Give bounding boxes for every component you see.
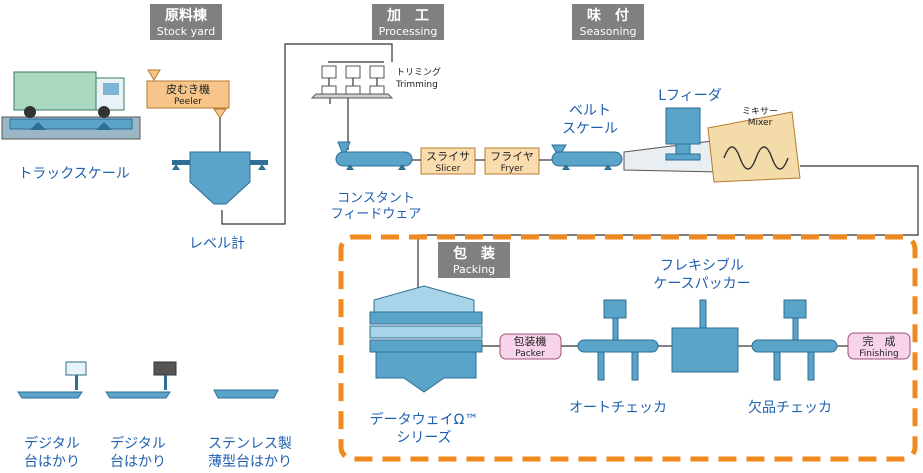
label-constant-feeder-2: フィードウェア (331, 207, 422, 222)
header-processing-jp: 加 工 (386, 8, 429, 24)
packer: 包装機 Packer (499, 333, 562, 360)
finishing: 完 成 Finishing (847, 332, 911, 360)
peeler-en: Peeler (174, 97, 202, 107)
header-seasoning-en: Seasoning (580, 25, 637, 38)
stainless-scale (213, 389, 279, 399)
mixer-jp: ミキサー (742, 106, 778, 117)
finishing-en: Finishing (859, 349, 899, 359)
label-belt-scale-1: ベルト (569, 103, 611, 119)
label-level-meter: レベル計 (189, 236, 245, 252)
truck-scale (1, 116, 141, 140)
level-meter-hopper (172, 118, 268, 205)
label-missing-checker: 欠品チェッカ (748, 400, 832, 416)
label-truck-scale: トラックスケール (18, 166, 130, 182)
l-feeder (623, 107, 721, 173)
trimming-jp: トリミング (396, 66, 441, 78)
fryer: フライヤ Fryer (484, 147, 540, 175)
trimming-en: Trimming (395, 80, 438, 90)
belt-scale (551, 144, 623, 170)
mixer-en: Mixer (748, 118, 773, 128)
header-stock-yard-jp: 原料棟 (165, 7, 208, 24)
fryer-en: Fryer (501, 164, 524, 174)
label-auto-checker: オートチェッカ (569, 400, 667, 416)
label-digital-scale-a-2: 台はかり (24, 454, 80, 470)
flow-lines (221, 43, 919, 347)
peeler-jp: 皮むき機 (166, 82, 210, 96)
truck-icon (13, 71, 125, 118)
header-packing-jp: 包 装 (453, 245, 496, 262)
label-flexible-1: フレキシブル (660, 257, 744, 274)
fryer-jp: フライヤ (490, 150, 534, 163)
mixer: ミキサー Mixer (707, 106, 801, 183)
peeler: 皮むき機 Peeler (146, 69, 230, 119)
label-flexible-2: ケースパッカー (653, 276, 750, 292)
case-packer (671, 299, 739, 373)
label-constant-feeder-1: コンスタント (337, 191, 415, 206)
label-stainless-1: ステンレス製 (208, 436, 292, 452)
packer-jp: 包装機 (514, 334, 547, 348)
header-processing-en: Processing (379, 25, 438, 38)
header-packing-en: Packing (453, 263, 495, 276)
header-stock-yard-en: Stock yard (157, 25, 216, 38)
digital-scale-a (17, 361, 87, 399)
finishing-jp: 完 成 (863, 334, 896, 348)
auto-checker (577, 299, 659, 381)
label-digital-scale-a-1: デジタル (24, 435, 80, 452)
slicer: スライサ Slicer (420, 147, 476, 175)
header-seasoning-jp: 味 付 (587, 7, 629, 24)
label-data-weigh-1: データウェイΩ™ (370, 411, 479, 428)
header-seasoning: 味 付 Seasoning (572, 4, 644, 40)
header-processing: 加 工 Processing (372, 4, 444, 40)
digital-scale-b (105, 361, 177, 399)
label-digital-scale-b-2: 台はかり (110, 454, 166, 470)
label-l-feeder: Lフィーダ (658, 88, 722, 104)
header-stock-yard: 原料棟 Stock yard (150, 4, 222, 40)
trimming-unit: トリミング Trimming (310, 61, 441, 99)
header-packing: 包 装 Packing (438, 242, 510, 278)
multihead-weigher (369, 285, 483, 393)
packer-en: Packer (515, 349, 545, 359)
missing-item-checker (751, 299, 838, 381)
slicer-en: Slicer (436, 164, 461, 174)
label-data-weigh-2: シリーズ (396, 430, 451, 446)
label-digital-scale-b-1: デジタル (110, 435, 166, 452)
label-stainless-2: 薄型台はかり (208, 454, 292, 470)
constant-feeder (335, 141, 413, 170)
slicer-jp: スライサ (426, 150, 470, 163)
label-belt-scale-2: スケール (562, 121, 618, 137)
